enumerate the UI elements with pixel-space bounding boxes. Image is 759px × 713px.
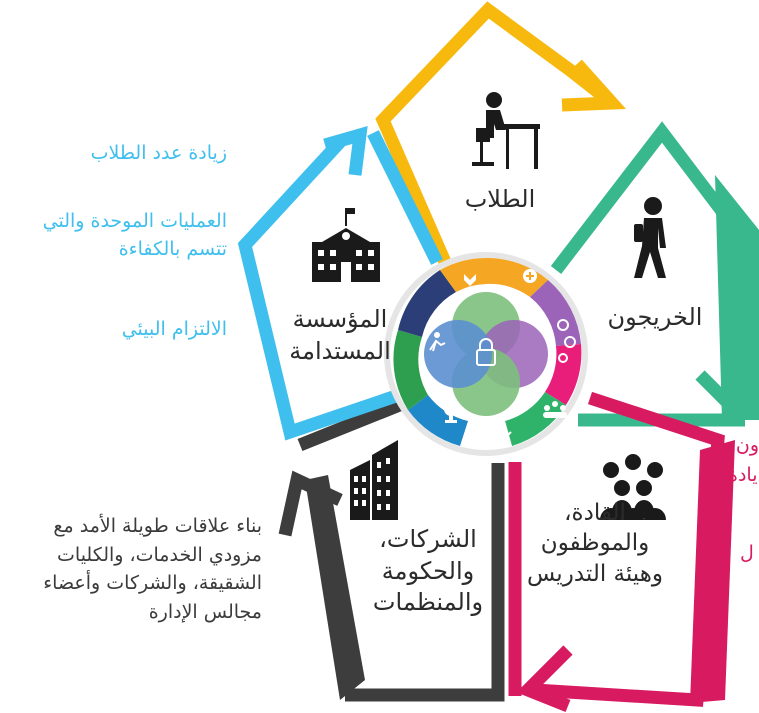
team-icon bbox=[543, 401, 567, 418]
network-icon bbox=[494, 430, 512, 444]
plus-circle-icon bbox=[523, 269, 537, 283]
gears-icon bbox=[557, 319, 576, 363]
group-of-people-icon bbox=[600, 454, 666, 520]
companies-label: الشركات، والحكومة والمنظمات bbox=[372, 525, 484, 617]
leaders-arrow bbox=[508, 391, 735, 713]
hand-heart-icon bbox=[464, 274, 476, 286]
students-label: الطلاب bbox=[464, 185, 536, 213]
leaders-label: القادة، والموظفون وهيئة التدريس bbox=[526, 500, 663, 587]
right-fragment-3: ل bbox=[740, 542, 754, 564]
right-fragment-1: ون bbox=[735, 434, 759, 456]
central-wheel bbox=[384, 252, 588, 456]
office-building-icon bbox=[350, 440, 398, 520]
note-long-term-relationships: بناء علاقات طويلة الأمد مع مزودي الخدمات… bbox=[43, 515, 262, 623]
student-at-desk-icon bbox=[472, 92, 540, 169]
running-person-icon bbox=[429, 332, 446, 352]
trophy-icon bbox=[444, 404, 458, 423]
walking-student-backpack-icon bbox=[634, 197, 666, 278]
note-efficient-processes: العمليات الموحدة والتي تتسم بالكفاءة bbox=[42, 210, 227, 260]
graduates-label: الخريجون bbox=[607, 303, 703, 331]
institution-arrow bbox=[237, 126, 443, 441]
note-increase-students: زيادة عدد الطلاب bbox=[90, 142, 227, 164]
students-arrow bbox=[375, 1, 627, 265]
right-fragment-2: يادة bbox=[728, 464, 758, 486]
companies-arrow bbox=[278, 393, 505, 702]
school-building-icon bbox=[312, 208, 380, 282]
institution-label: المؤسسة المستدامة bbox=[289, 305, 391, 365]
lock-icon bbox=[476, 338, 496, 366]
note-environmental-commitment: الالتزام البيئي bbox=[121, 318, 227, 340]
